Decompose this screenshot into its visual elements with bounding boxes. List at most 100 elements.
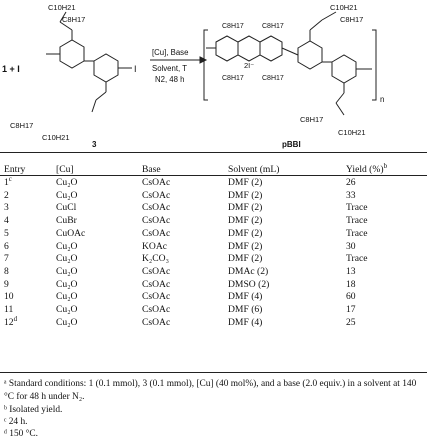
cell-cu: Cu₂O: [56, 316, 78, 328]
counterion: 2I⁻: [244, 61, 254, 70]
cell-yield: 18: [346, 278, 356, 290]
cell-entry: 6: [4, 240, 9, 252]
cell-solvent: DMF (4): [228, 316, 263, 328]
header-base: Base: [142, 163, 161, 175]
table-header-row: Entry [Cu] Base Solvent (mL) Yield (%)b: [2, 161, 425, 177]
cell-yield: 13: [346, 265, 356, 277]
cell-entry: 9: [4, 278, 9, 290]
cell-base: CsOAc: [142, 265, 171, 277]
cell-base: CsOAc: [142, 177, 171, 188]
cell-base: CsOAc: [142, 316, 171, 328]
cell-base: CsOAc: [142, 189, 171, 201]
reaction-scheme: 1 + I C10H21 C8H17 C8H17 C10H21 I 3 [Cu]…: [2, 3, 384, 149]
sidechain-c8h17-top: C8H17: [62, 15, 85, 24]
cell-base: CsOAc: [142, 304, 171, 316]
cell-solvent: DMF (2): [228, 189, 263, 201]
header-solvent: Solvent (mL): [228, 163, 280, 175]
cell-base: CsOAc: [142, 215, 171, 227]
arrow-conditions-1: Solvent, T: [152, 64, 187, 73]
cell-solvent: DMAc (2): [228, 265, 269, 277]
cell-entry: 10: [4, 291, 14, 303]
cell-cu: Cu₂O: [56, 278, 78, 290]
compound-3-label: 3: [92, 140, 97, 149]
header-entry: Entry: [4, 163, 26, 175]
cell-entry: 11: [4, 304, 14, 316]
repeat-index: n: [380, 95, 384, 104]
cell-yield: 25: [346, 316, 356, 328]
cell-cu: Cu₂O: [56, 177, 78, 188]
product-chain-3: C8H17: [222, 75, 244, 82]
cell-cu: Cu₂O: [56, 189, 78, 201]
entry-footnote-mark: c: [8, 174, 12, 183]
cell-entry: 4: [4, 215, 9, 227]
sidechain-c10h21-top: C10H21: [48, 3, 76, 12]
sidechain-c8h17-bottom: C8H17: [10, 121, 33, 130]
cell-cu: Cu₂O: [56, 253, 78, 265]
product-sidechain-c10h21-top: C10H21: [330, 3, 358, 12]
cell-solvent: DMF (2): [228, 253, 263, 265]
cell-solvent: DMF (4): [228, 291, 263, 303]
product-chain-1: C8H17: [222, 23, 244, 30]
cell-solvent: DMSO (2): [228, 278, 270, 290]
cell-solvent: DMF (2): [228, 202, 263, 214]
cell-cu: Cu₂O: [56, 291, 78, 303]
cell-cu: Cu₂O: [56, 304, 78, 316]
cell-yield: 30: [346, 240, 356, 252]
reactant-1-plus-iodide: 1 + I: [2, 64, 20, 74]
table-top-rule: [0, 152, 427, 153]
table-bottom-rule: [0, 372, 427, 373]
product-label: pBBI: [282, 140, 301, 149]
cell-yield: Trace: [346, 227, 368, 239]
product-chain-4: C8H17: [262, 75, 284, 82]
cell-base: CsOAc: [142, 202, 171, 214]
footnote-c: ᶜ 24 h.: [4, 417, 28, 427]
table-row: 8 Cu₂O CsOAc DMAc (2) 13: [2, 266, 425, 279]
product-chain-2: C8H17: [262, 23, 284, 30]
cell-cu: CuOAc: [56, 227, 86, 239]
cell-yield: Trace: [346, 202, 368, 214]
cell-entry: 2: [4, 189, 9, 201]
arrow-conditions-2: N2, 48 h: [155, 75, 184, 84]
product-sidechain-c8h17-top: C8H17: [340, 15, 363, 24]
cell-base: KOAc: [142, 240, 168, 252]
cell-base: K₂CO₃: [142, 253, 169, 265]
table-row: 6 Cu₂O KOAc DMF (2) 30: [2, 241, 425, 254]
cell-solvent: DMF (6): [228, 304, 263, 316]
cell-cu: CuCl: [56, 202, 77, 214]
cell-yield: Trace: [346, 215, 368, 227]
conditions-table: Entry [Cu] Base Solvent (mL) Yield (%)b …: [2, 161, 425, 330]
cell-cu: Cu₂O: [56, 240, 78, 252]
cell-entry: 5: [4, 227, 9, 239]
sidechain-c10h21-bottom: C10H21: [42, 133, 70, 142]
cell-yield: 17: [346, 304, 356, 316]
cell-entry: 7: [4, 253, 9, 265]
table-row: 11 Cu₂O CsOAc DMF (6) 17: [2, 304, 425, 317]
header-cu: [Cu]: [56, 163, 74, 175]
cell-cu: Cu₂O: [56, 265, 78, 277]
cell-entry: 8: [4, 265, 9, 277]
cell-yield: 33: [346, 189, 356, 201]
cell-base: CsOAc: [142, 278, 171, 290]
arrow-reagents: [Cu], Base: [152, 48, 188, 57]
cell-solvent: DMF (2): [228, 240, 263, 252]
iodide-right: I: [134, 64, 137, 74]
cell-yield: 60: [346, 291, 356, 303]
cell-solvent: DMF (2): [228, 177, 263, 188]
product-sidechain-c10h21-bottom: C10H21: [338, 128, 366, 137]
cell-yield: Trace: [346, 253, 368, 265]
entry-footnote-mark: d: [13, 314, 18, 323]
cell-base: CsOAc: [142, 227, 171, 239]
cell-yield: 26: [346, 177, 356, 188]
table-row: 2 Cu₂O CsOAc DMF (2) 33: [2, 190, 425, 203]
header-yield: Yield (%)b: [346, 161, 388, 175]
footnote-d: ᵈ 150 °C.: [4, 429, 39, 439]
footnote-b: ᵇ Isolated yield.: [4, 405, 63, 415]
